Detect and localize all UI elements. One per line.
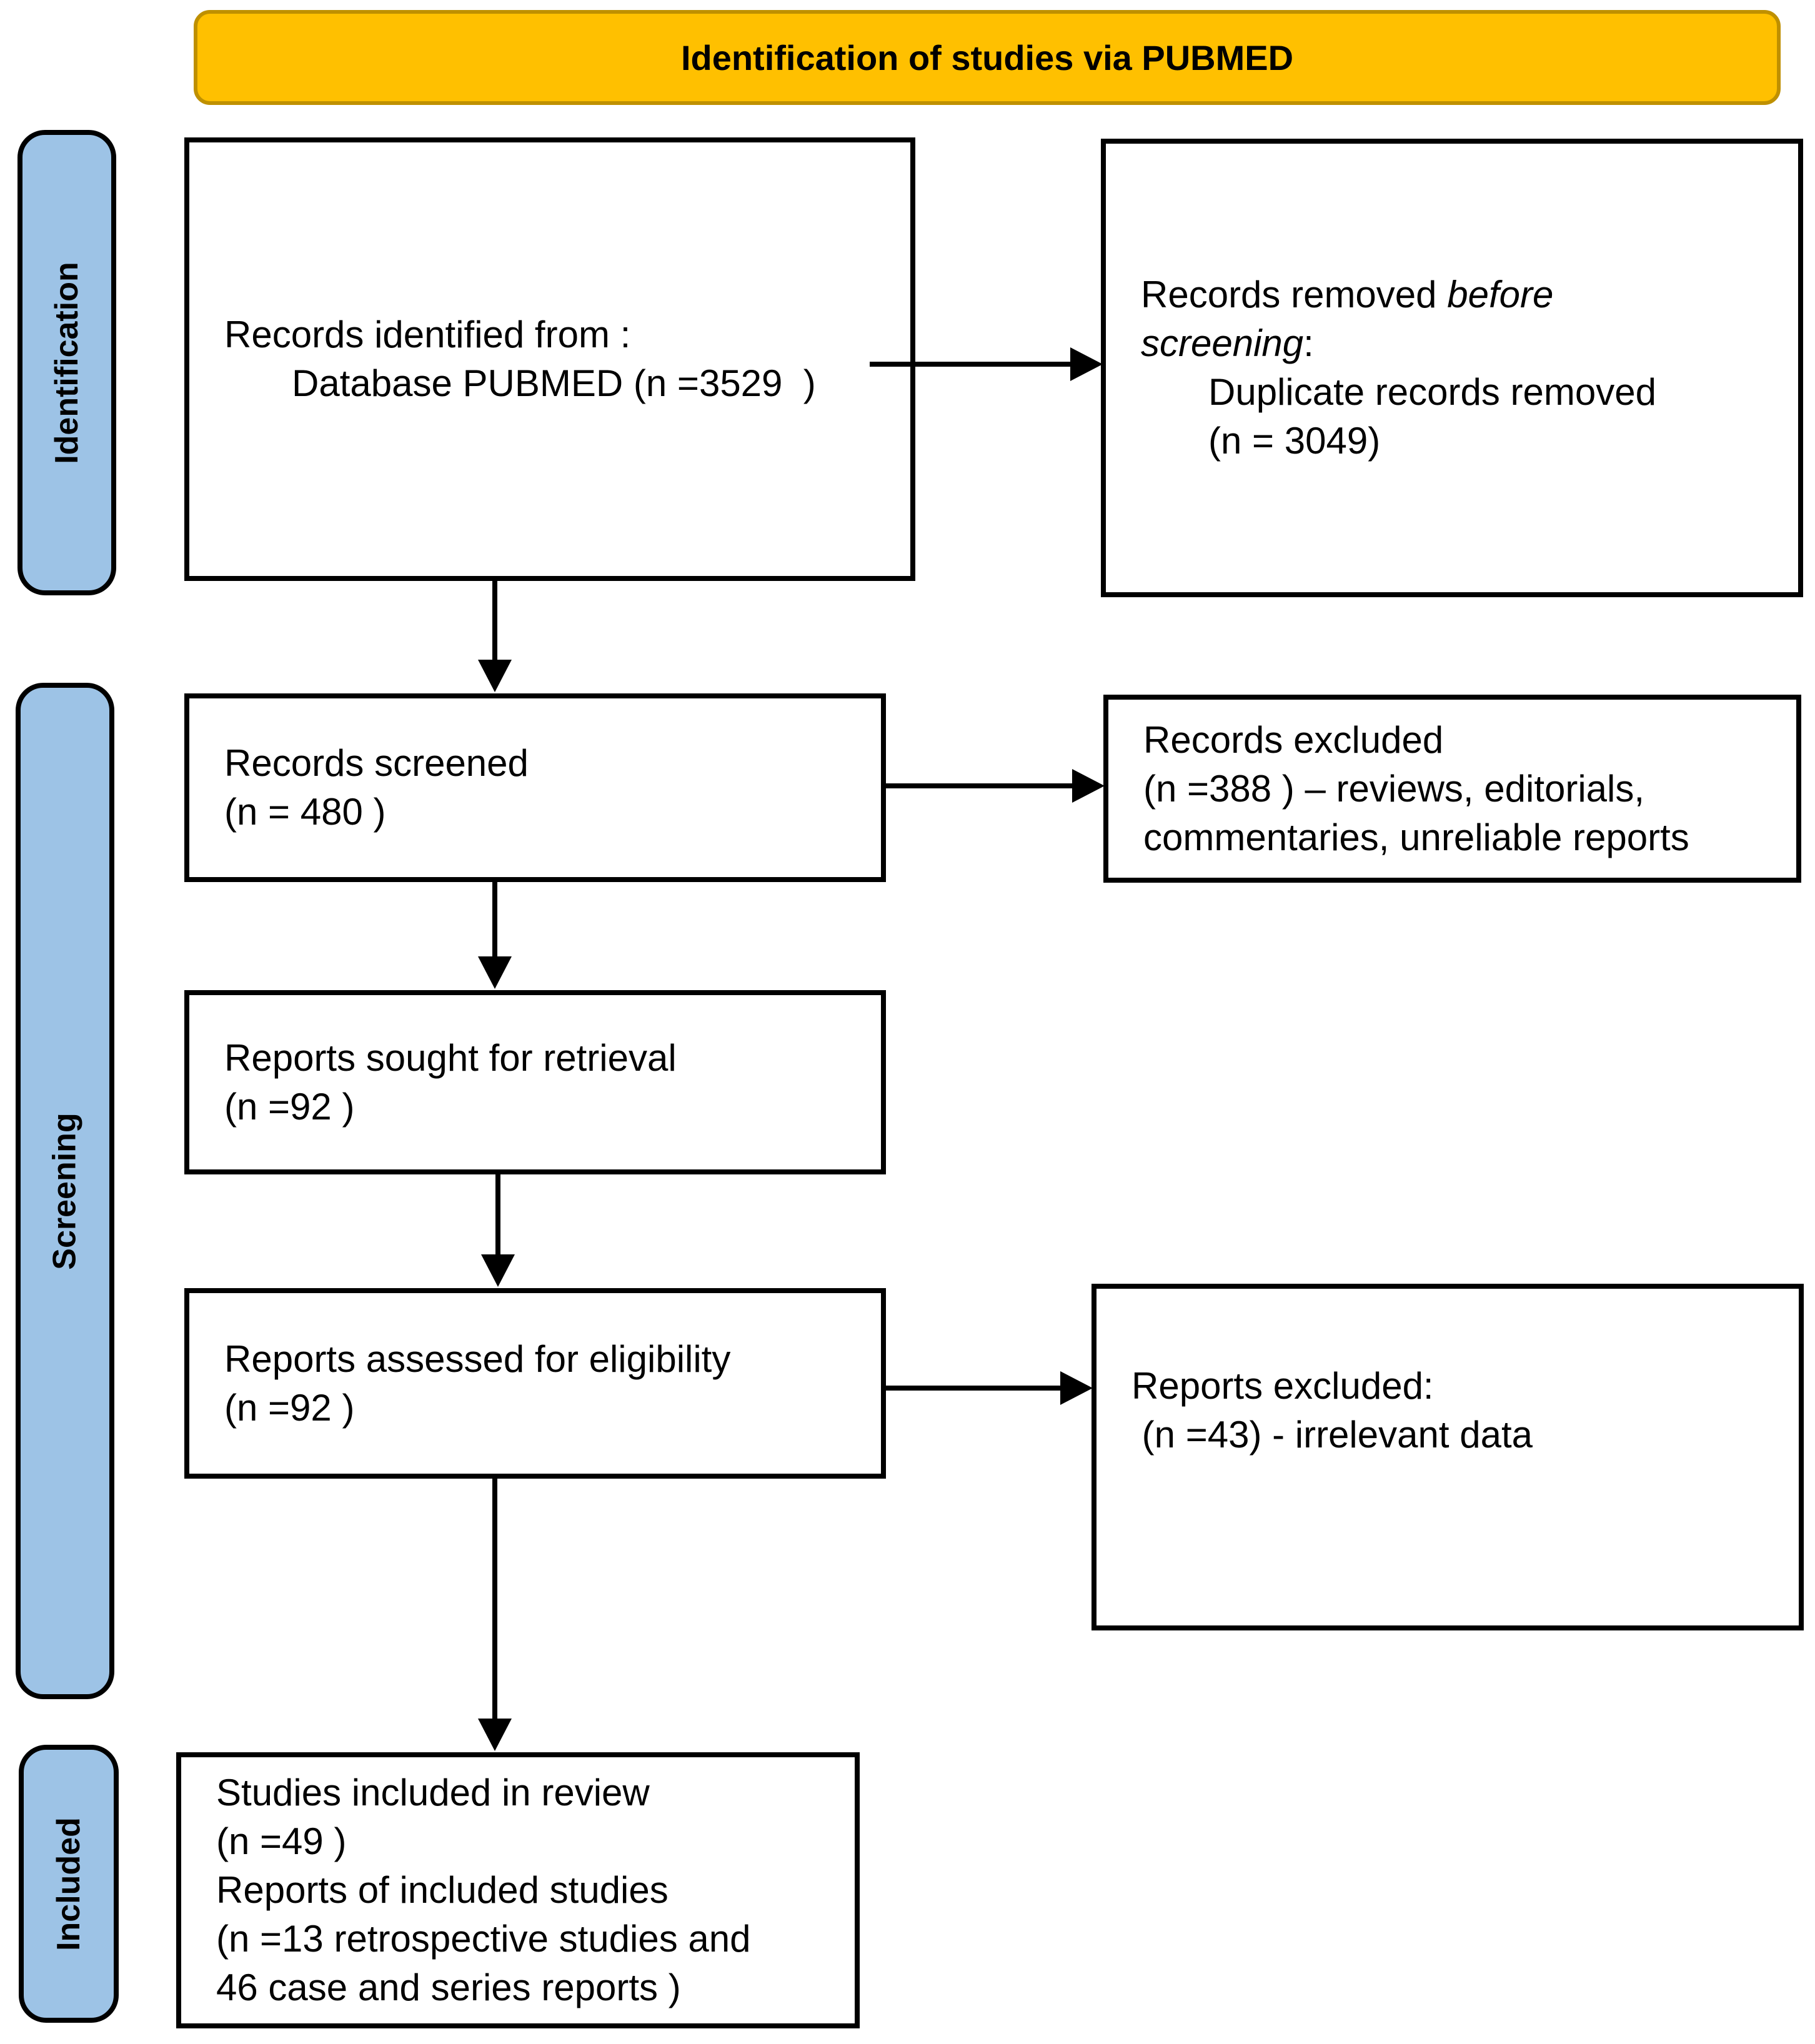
arrow-sought-to-assessed (481, 1173, 515, 1287)
box-reports-excluded: Reports excluded: (n =43) - irrelevant d… (1091, 1284, 1804, 1630)
stage-identification-label: Identification (49, 261, 85, 464)
records-removed-line3: Duplicate records removed (1208, 371, 1656, 413)
records-removed-line2-italic: screening (1141, 322, 1304, 364)
banner-title: Identification of studies via PUBMED (680, 37, 1294, 77)
reports-sought-line1: Reports sought for retrieval (224, 1036, 677, 1079)
box-records-identified: Records identified from : Database PUBME… (184, 137, 915, 581)
records-identified-line2: Database PUBMED (n =3529 ) (292, 362, 816, 404)
records-excluded-line1: Records excluded (1143, 718, 1444, 761)
reports-assessed-line2: (n =92 ) (224, 1386, 355, 1429)
records-excluded-line3: commentaries, unreliable reports (1143, 816, 1689, 858)
box-records-excluded: Records excluded (n =388 ) – reviews, ed… (1103, 695, 1801, 883)
reports-excluded-line1: Reports excluded: (1131, 1364, 1434, 1407)
arrow-screened-to-excluded (886, 769, 1105, 803)
arrow-assessed-to-included (478, 1477, 512, 1751)
records-screened-line1: Records screened (224, 742, 529, 784)
studies-included-line3: Reports of included studies (216, 1869, 669, 1911)
box-records-removed: Records removed before screening: Duplic… (1101, 139, 1803, 597)
stage-screening-label: Screening (47, 1112, 84, 1270)
arrow-screened-to-sought (478, 881, 512, 989)
records-removed-line2-normal: : (1303, 322, 1314, 364)
records-removed-line1-normal: Records removed (1141, 274, 1448, 315)
box-records-screened: Records screened (n = 480 ) (184, 693, 886, 882)
box-studies-included: Studies included in review (n =49 ) Repo… (176, 1752, 860, 2028)
reports-assessed-line1: Reports assessed for eligibility (224, 1337, 731, 1380)
studies-included-line1: Studies included in review (216, 1772, 650, 1813)
stage-screening: Screening (16, 683, 114, 1699)
records-identified-line1: Records identified from : (224, 314, 631, 355)
reports-excluded-line2: (n =43) - irrelevant data (1131, 1413, 1533, 1456)
stage-included: Included (19, 1745, 119, 2023)
banner: Identification of studies via PUBMED (194, 10, 1781, 105)
studies-included-line4: (n =13 retrospective studies and (216, 1918, 751, 1960)
arrow-assessed-to-excluded (886, 1371, 1093, 1405)
studies-included-line5: 46 case and series reports ) (216, 1967, 681, 2008)
records-removed-line4: (n = 3049) (1208, 420, 1381, 462)
records-removed-line2: screening: (1141, 319, 1781, 368)
studies-included-line2: (n =49 ) (216, 1820, 347, 1862)
records-screened-line2: (n = 480 ) (224, 791, 386, 833)
stage-included-label: Included (51, 1817, 87, 1951)
records-removed-line1-italic: before (1447, 274, 1554, 315)
reports-sought-line2: (n =92 ) (224, 1085, 355, 1128)
box-reports-assessed: Reports assessed for eligibility (n =92 … (184, 1288, 886, 1479)
box-reports-sought: Reports sought for retrieval (n =92 ) (184, 990, 886, 1174)
records-removed-line1: Records removed before (1141, 270, 1781, 319)
arrow-identified-to-screened (478, 580, 512, 692)
records-excluded-line2: (n =388 ) – reviews, editorials, (1143, 767, 1645, 810)
stage-identification: Identification (17, 130, 116, 595)
